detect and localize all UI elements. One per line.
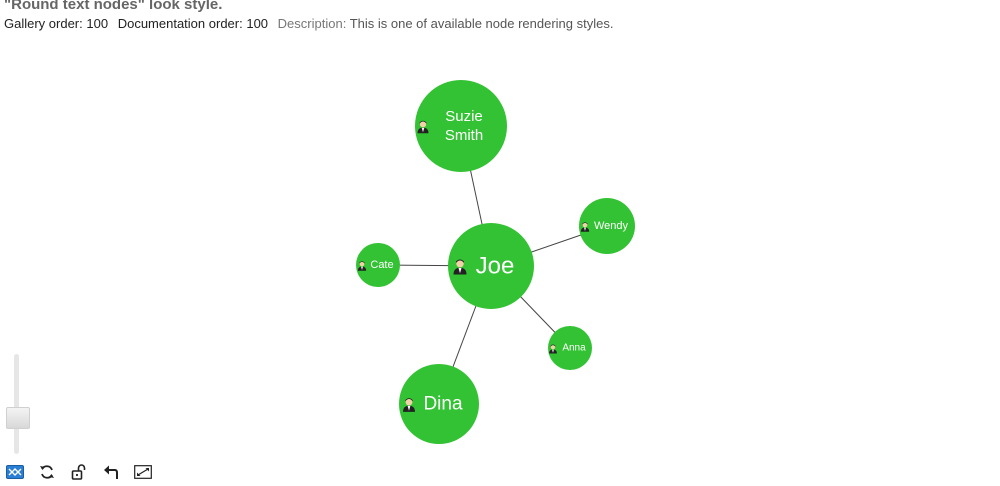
node-circle[interactable] (448, 223, 534, 309)
documentation-order-label: Documentation order: (117, 16, 243, 31)
meta-line: Gallery order: 100 Documentation order: … (4, 16, 613, 31)
mode-button[interactable] (4, 462, 26, 482)
node-anna[interactable]: Anna (548, 326, 592, 370)
node-label: Smith (445, 127, 483, 144)
node-label: Suzie (445, 108, 483, 125)
unlock-icon (71, 464, 86, 480)
node-label: Wendy (594, 220, 629, 232)
description-text: This is one of available node rendering … (349, 16, 614, 31)
unlock-button[interactable] (68, 462, 90, 482)
fullscreen-icon (134, 465, 152, 479)
node-circle[interactable] (579, 198, 635, 254)
node-cate[interactable]: Cate (356, 243, 400, 287)
mode-icon (6, 465, 24, 479)
documentation-order-value: 100 (246, 16, 269, 31)
node-wendy[interactable]: Wendy (579, 198, 635, 254)
undo-button[interactable] (100, 462, 122, 482)
node-circle[interactable] (399, 364, 479, 444)
node-circle[interactable] (415, 80, 507, 172)
node-circle[interactable] (548, 326, 592, 370)
refresh-icon (40, 465, 54, 479)
node-dina[interactable]: Dina (399, 364, 479, 444)
page-title: "Round text nodes" look style. (4, 0, 223, 13)
node-joe[interactable]: Joe (448, 223, 534, 309)
refresh-button[interactable] (36, 462, 58, 482)
zoom-slider-track[interactable] (14, 354, 19, 454)
gallery-order-value: 100 (86, 16, 109, 31)
undo-icon (104, 465, 118, 479)
node-label: Cate (370, 259, 393, 271)
fullscreen-button[interactable] (132, 462, 154, 482)
toolbar (4, 462, 164, 482)
gallery-order-label: Gallery order: (4, 16, 83, 31)
description-label: Description: (277, 16, 347, 31)
node-label: Anna (562, 343, 586, 354)
node-label: Joe (476, 253, 515, 280)
node-label: Dina (423, 394, 463, 415)
zoom-slider-thumb[interactable] (6, 407, 30, 429)
node-circle[interactable] (356, 243, 400, 287)
